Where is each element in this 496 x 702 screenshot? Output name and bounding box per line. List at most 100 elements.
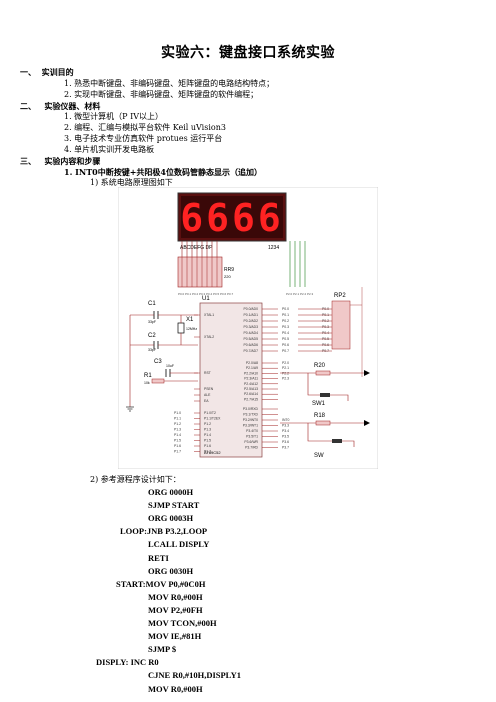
code-line: ORG 0030H (148, 565, 194, 576)
pin-label: P3.3/INT1 (243, 424, 258, 428)
code-line: MOV R0,#00H (148, 683, 203, 694)
pin-label: RST (204, 371, 211, 375)
display-digits: 6666 (180, 196, 284, 240)
svg-text:C2: C2 (148, 333, 156, 339)
equipment-item: 1. 微型计算机（P IV以上） (64, 112, 164, 121)
seven-segment-display: 6666 ABCDEFG DP 1234 (177, 192, 287, 251)
net-label: P3.5 (282, 435, 289, 439)
equipment-item: 3. 电子技术专业仿真软件 protues 运行平台 (64, 134, 223, 143)
pin-label: P0.3/AD3 (243, 325, 258, 329)
pin-label: P2.1/A9 (246, 366, 258, 370)
svg-text:220: 220 (224, 274, 231, 279)
step-1-heading: 1. INT0中断按键+共阳极4位数码管静态显示（追加） (64, 167, 262, 177)
pin-label: P1.3 (204, 428, 211, 432)
net-label: P1.6 (174, 444, 181, 448)
pin-label: P1.6 (204, 444, 211, 448)
circuit-schematic: 6666 ABCDEFG DP 1234 RR9 220 P0.0 P0.1 P… (118, 187, 378, 469)
display-label: ABCDEFG DP (180, 245, 213, 251)
pin-label: P3.4/T0 (246, 429, 258, 433)
net-label: P2.3 (282, 377, 289, 381)
pin-label: P2.0/A8 (246, 361, 258, 365)
svg-text:RR9: RR9 (224, 267, 234, 273)
svg-text:U1: U1 (202, 296, 210, 302)
step-1-sub: 1) 系统电路原理图如下 (90, 178, 173, 187)
svg-text:10k: 10k (144, 381, 150, 385)
net-label: P1.7 (174, 450, 181, 454)
pin-label: P2.3/A11 (244, 377, 258, 381)
step-2-sub: 2) 参考源程序设计如下： (90, 475, 181, 484)
net-label: P0.7 (282, 349, 289, 353)
code-line: RETI (148, 552, 169, 563)
pin-label: XTAL2 (204, 335, 214, 339)
pin-label: ALE (204, 393, 211, 397)
net-label: P3.4 (282, 429, 289, 433)
resistor-array: RR9 220 (177, 256, 234, 288)
pin-label: P2.5/A13 (244, 387, 258, 391)
goal-item: 2. 实现中断键盘、非编码键盘、矩阵键盘的软件编程； (64, 90, 259, 99)
code-line: START:MOV P0,#0C0H (116, 578, 206, 589)
pin-label: P0.6/AD6 (243, 343, 258, 347)
net-label: P0.3 (282, 325, 289, 329)
svg-text:C1: C1 (148, 301, 156, 307)
pin-label: P0.1/AD1 (243, 313, 258, 317)
pin-label: EA (204, 399, 209, 403)
pin-label: P1.2 (204, 422, 211, 426)
equipment-item: 4. 单片机实训开发电路板 (64, 145, 155, 154)
code-line: SJMP START (148, 500, 200, 511)
net-label: P3.3 (282, 424, 289, 428)
net-label: P0.4 (282, 331, 289, 335)
pin-label: P1.4 (204, 433, 211, 437)
svg-text:C3: C3 (154, 359, 162, 365)
svg-text:SW: SW (314, 453, 324, 459)
svg-text:12MHz: 12MHz (186, 327, 197, 331)
net-label: P1.5 (174, 439, 181, 443)
equipment-item: 2. 编程、汇编与模拟平台软件 Keil uVision3 (64, 123, 226, 132)
section-heading-3: 三、 实验内容和步骤 (20, 156, 101, 166)
code-line: LOOP:JNB P3.2,LOOP (120, 526, 208, 537)
code-line: MOV IE,#81H (148, 631, 202, 642)
pin-label: P2.7/A15 (244, 397, 258, 401)
pin-label: P3.1/TXD (243, 413, 258, 417)
net-label: P1.4 (174, 433, 181, 437)
pin-label: P0.4/AD4 (243, 331, 258, 335)
pin-label: PSEN (204, 387, 214, 391)
pin-label: P2.2/A10 (244, 371, 258, 375)
pin-label: P2.6/A14 (244, 392, 258, 396)
code-line: MOV TCON,#00H (148, 618, 217, 628)
code-line: DISPLY: INC R0 (96, 657, 159, 668)
net-label: P0.2 (282, 319, 289, 323)
pin-label: P0.7/AD7 (243, 349, 258, 353)
pin-label: P1.1/T2EX (204, 417, 221, 421)
pin-label: P0.2/AD2 (243, 319, 258, 323)
pin-label: P3.2/INT0 (243, 418, 258, 422)
chip-u1 (199, 302, 263, 458)
code-line: LCALL DISPLY (148, 539, 210, 550)
section-heading-1: 一、 实训目的 (20, 67, 74, 77)
pin-label: P1.0/T2 (204, 411, 216, 415)
net-label: P3.7 (282, 446, 289, 450)
svg-text:10uF: 10uF (166, 364, 174, 368)
code-line: MOV R0,#00H (148, 591, 203, 602)
code-line: CJNE R0,#10H,DISPLY1 (148, 670, 241, 681)
svg-text:P2.0 P2.1 P2.2 P2.3: P2.0 P2.1 P2.2 P2.3 (286, 292, 314, 296)
net-label: P3.6 (282, 440, 289, 444)
goal-item: 1. 熟悉中断键盘、非编码键盘、矩阵键盘的电路结构特点； (64, 79, 275, 88)
code-line: ORG 0000H (148, 487, 194, 497)
svg-text:RP2: RP2 (334, 293, 346, 299)
pin-label: P0.0/AD0 (243, 307, 258, 311)
net-label: P2.1 (282, 366, 289, 370)
net-label: P0.6 (282, 343, 289, 347)
net-label: P1.1 (174, 417, 181, 421)
net-label: INT0 (282, 418, 289, 422)
svg-text:33pF: 33pF (148, 348, 156, 352)
net-label: P0.5 (282, 337, 289, 341)
svg-text:X1: X1 (186, 317, 194, 323)
pin-label: P2.4/A12 (244, 382, 258, 386)
pin-label: P3.7/RD (245, 446, 258, 450)
net-label: P1.0 (174, 411, 181, 415)
pin-label: P3.5/T1 (246, 435, 258, 439)
pin-label: P1.7 (204, 450, 211, 454)
code-line: MOV P2,#0FH (148, 604, 203, 615)
net-label: P2.2 (282, 371, 289, 375)
pin-label: XTAL1 (204, 313, 214, 317)
